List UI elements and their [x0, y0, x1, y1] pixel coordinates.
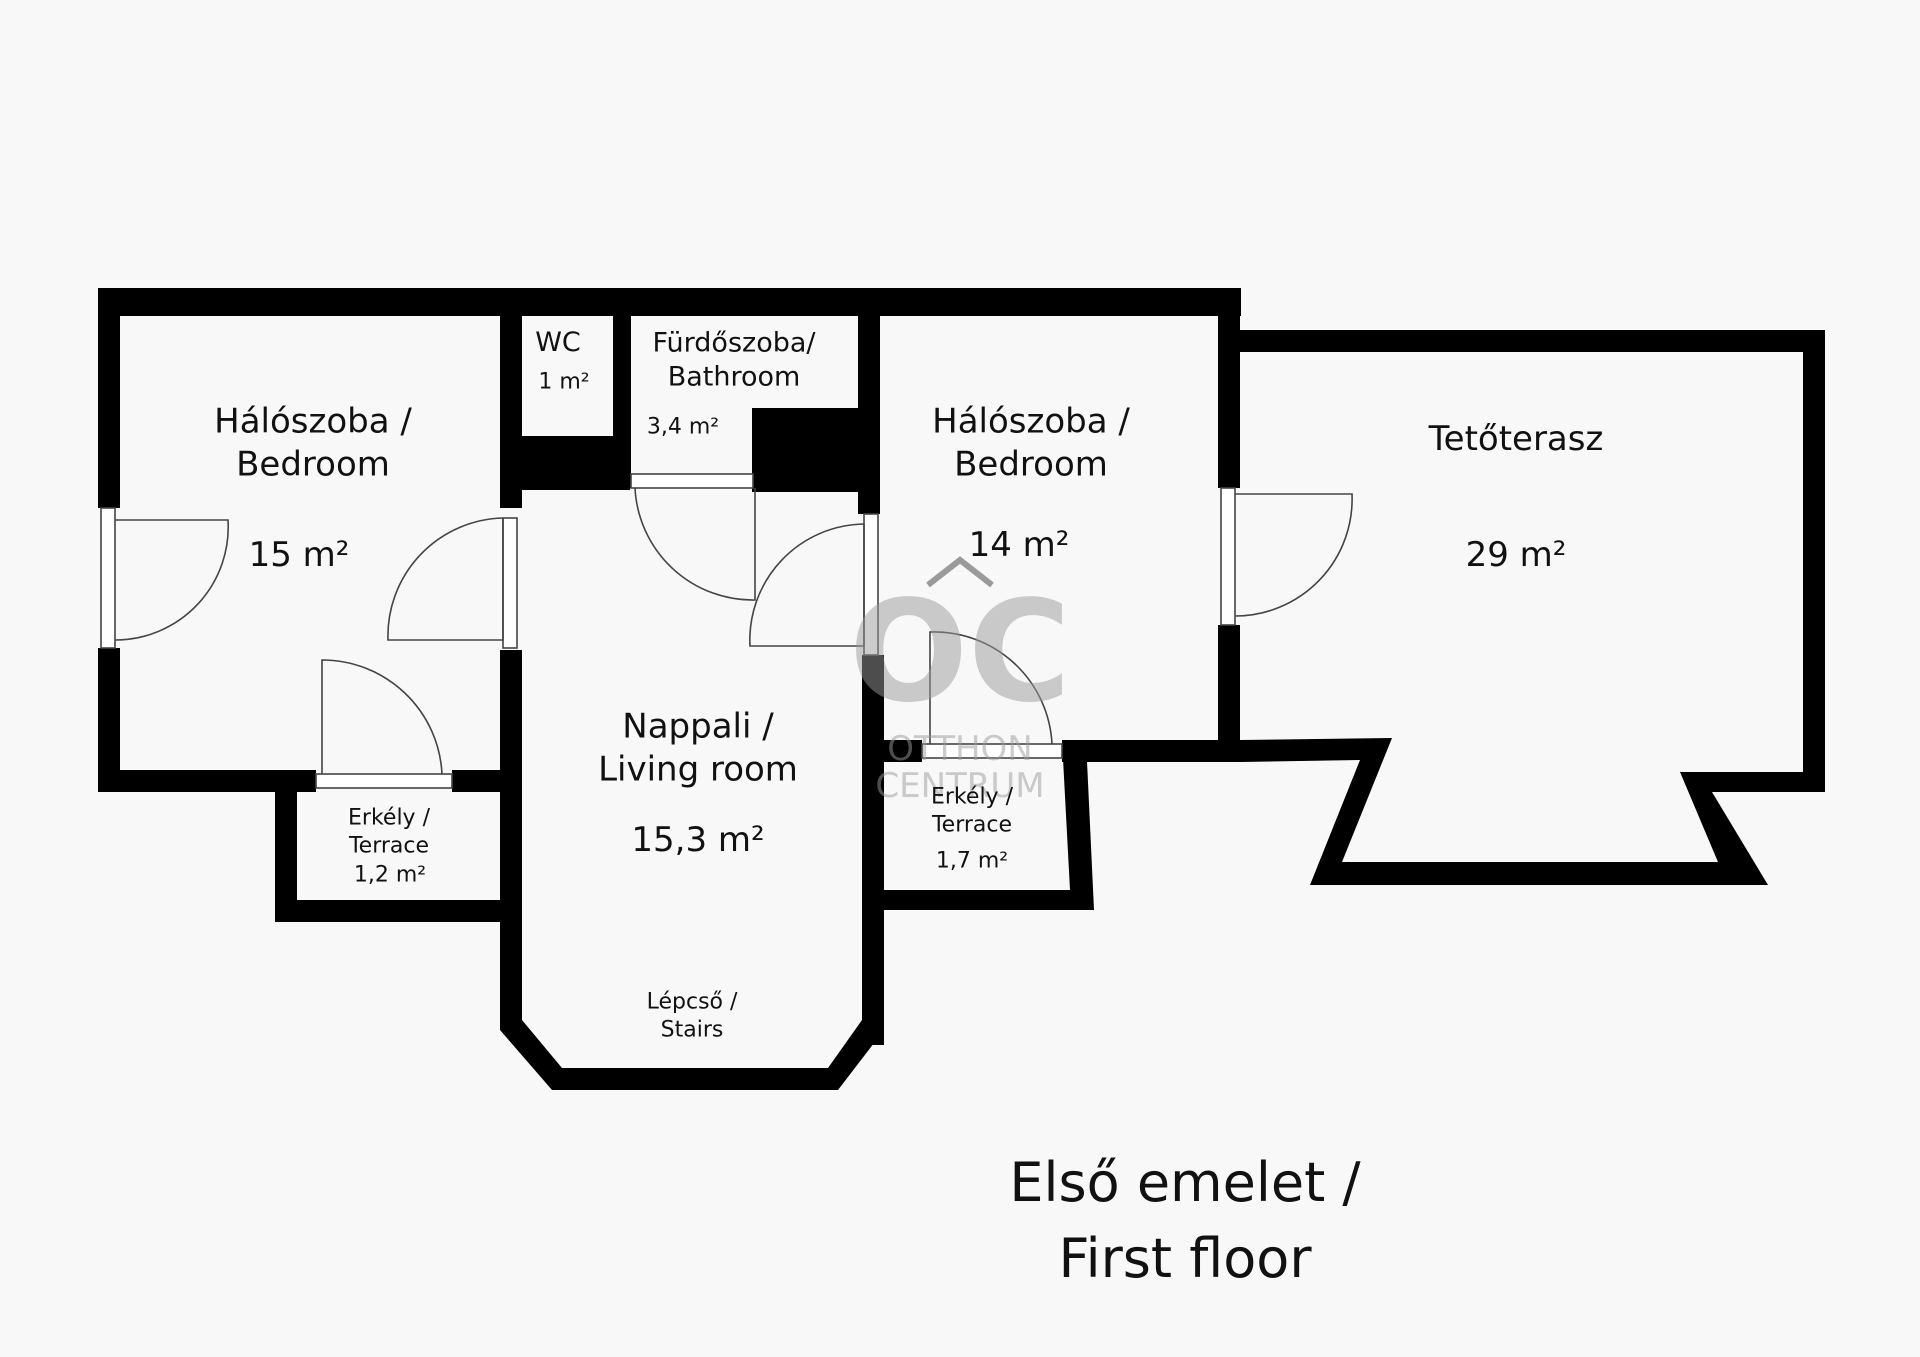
door-swing-terrace-left [321, 659, 443, 775]
bedroom-left-bottom-wall [98, 770, 316, 792]
door-swing-bedroom-living [387, 517, 504, 641]
door-frame-terrace-left [315, 773, 453, 789]
door-frame-bathroom [630, 473, 754, 489]
room-area-terrace-right: 1,7 m² [935, 848, 1009, 874]
wc-block [512, 436, 620, 468]
room-name-bedroom-left: Hálószoba / Bedroom [214, 401, 412, 485]
wall-bathroom-bedroom-upper [858, 288, 880, 514]
room-name-stairs: Lépcső / Stairs [646, 989, 738, 1043]
terrace-left-wall-bottom [275, 900, 520, 922]
door-frame-left [100, 507, 116, 649]
outer-wall-left-upper [98, 288, 120, 508]
door-frame-terrace-right [921, 743, 1063, 759]
bedroom-right-bottom-wall-left [862, 740, 922, 762]
watermark-line2: CENTRUM [875, 766, 1044, 806]
room-area-terrace-left: 1,2 m² [353, 862, 427, 888]
bathroom-bottom-wall [752, 472, 876, 492]
terrace-right-walls [862, 740, 1094, 910]
walls [98, 288, 1825, 1090]
room-name-wc: WC [535, 327, 581, 359]
roof-terrace-bottom-wall [1240, 738, 1825, 885]
floor-caption-line2: First floor [1058, 1227, 1312, 1290]
room-name-living-room: Nappali / Living room [598, 706, 798, 790]
wall-bedroom-living [500, 650, 522, 920]
door-swing-bathroom [634, 487, 756, 601]
stairs-bay-wall [500, 900, 884, 1090]
room-area-roof-terrace: 29 m² [1465, 534, 1567, 575]
room-name-bedroom-right: Hálószoba / Bedroom [932, 401, 1130, 485]
bathroom-block [752, 408, 860, 478]
door-swing-roof-terrace [1234, 493, 1353, 617]
room-area-bathroom: 3,4 m² [646, 414, 720, 440]
roof-terrace-top-wall [1240, 330, 1825, 352]
room-name-terrace-left: Erkély / Terrace [348, 805, 430, 859]
door-frame-bedroom-living [502, 517, 518, 649]
watermark-roof-icon [926, 556, 994, 588]
watermark: OC OTTHON CENTRUM [849, 556, 1071, 806]
terrace-left-wall-left [275, 770, 297, 920]
wall-wc-bathroom [613, 288, 631, 488]
doors [100, 473, 1353, 789]
outer-wall-top [98, 288, 1241, 316]
bedroom-right-wall-right-upper [1218, 288, 1240, 488]
door-frame-roof-terrace [1220, 487, 1236, 626]
outer-wall-left-lower [98, 648, 120, 790]
room-area-bedroom-left: 15 m² [248, 534, 350, 575]
room-area-living-room: 15,3 m² [631, 819, 765, 860]
room-name-bathroom: Fürdőszoba/ Bathroom [652, 327, 816, 392]
room-name-terrace-right: Erkély / Terrace [931, 784, 1013, 838]
door-swing-bedroom-right [749, 523, 865, 647]
watermark-line1: OTTHON [887, 729, 1032, 769]
roof-terrace-right-wall [1803, 330, 1825, 792]
floor-caption-line1: Első emelet / [1009, 1151, 1361, 1214]
bedroom-right-wall-right-lower [1218, 625, 1240, 755]
door-swing-terrace-right [929, 631, 1053, 745]
floor-caption: Első emelet / First floor [980, 1145, 1390, 1297]
room-name-roof-terrace: Tetőterasz [1428, 418, 1604, 459]
door-swing-left [114, 519, 230, 641]
bedroom-right-bottom-wall-right [1062, 740, 1242, 762]
room-area-wc: 1 m² [538, 369, 590, 395]
room-area-bedroom-right: 14 m² [968, 524, 1070, 565]
watermark-monogram: OC [849, 571, 1071, 734]
wc-bottom-wall [500, 466, 630, 490]
